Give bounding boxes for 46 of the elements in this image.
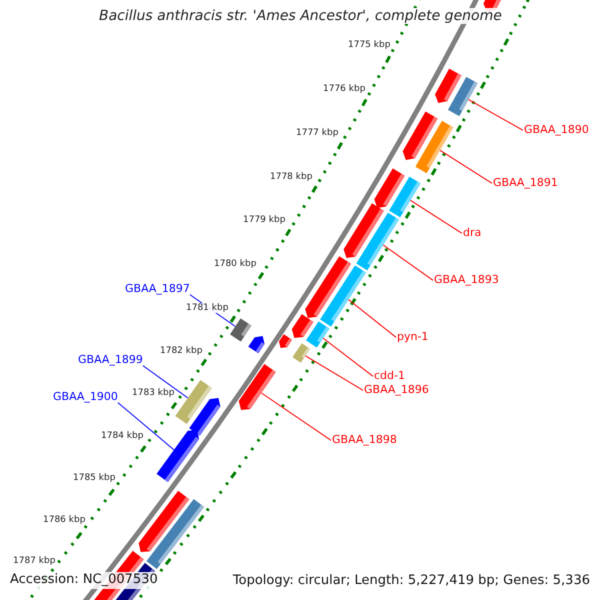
gene-block [306, 321, 330, 348]
gene-block [320, 265, 366, 327]
scale-label: 1779 kbp [243, 215, 286, 226]
scale-label: 1781 kbp [186, 303, 228, 314]
leader-line [142, 365, 188, 398]
gene-label: GBAA_1900 [53, 391, 118, 404]
leader-line [439, 150, 492, 184]
gene-label: dra [463, 227, 482, 240]
scale-label: 1783 kbp [132, 388, 174, 398]
scale-label: 1782 kbp [160, 346, 202, 356]
genome-summary: Topology: circular; Length: 5,227,419 bp; Genes: 5,336 [230, 573, 592, 590]
gene-block [448, 76, 478, 116]
gene-label: GBAA_1896 [364, 384, 429, 397]
gene-feature [156, 430, 200, 482]
leader-line [117, 402, 174, 450]
gene-label: GBAA_1898 [332, 434, 397, 447]
gene-block [175, 380, 212, 424]
gene-label: GBAA_1891 [493, 177, 558, 190]
scale-label: 1775 kbp [348, 40, 390, 50]
gene-label: GBAA_1899 [78, 354, 143, 367]
gene-label: GBAA_1893 [434, 274, 499, 287]
scale-label: 1785 kbp [73, 473, 116, 484]
leader-line [260, 392, 332, 441]
scale-label: 1778 kbp [270, 172, 312, 182]
scale-label: 1787 kbp [13, 556, 56, 566]
scale-label: 1777 kbp [296, 128, 338, 138]
leader-line [348, 299, 396, 338]
scale-label: 1784 kbp [101, 431, 144, 442]
gene-label: GBAA_1897 [125, 283, 190, 296]
gene-label: pyn-1 [397, 331, 428, 344]
gene-block [415, 120, 454, 174]
gene-label: cdd-1 [374, 370, 405, 383]
scale-label: 1786 kbp [43, 515, 86, 526]
scale-label: 1780 kbp [214, 259, 256, 270]
leader-line [382, 244, 434, 281]
scale-label: 1776 kbp [323, 84, 366, 94]
gene-block [389, 176, 421, 218]
gene-block [356, 212, 399, 270]
leader-line [304, 355, 364, 391]
gene-label: GBAA_1890 [524, 124, 589, 137]
leader-line [322, 338, 374, 377]
leader-line [410, 200, 462, 234]
leader-line [468, 99, 524, 131]
gene-block [292, 343, 310, 363]
gene-block [230, 318, 252, 342]
gene-feature [238, 364, 276, 410]
